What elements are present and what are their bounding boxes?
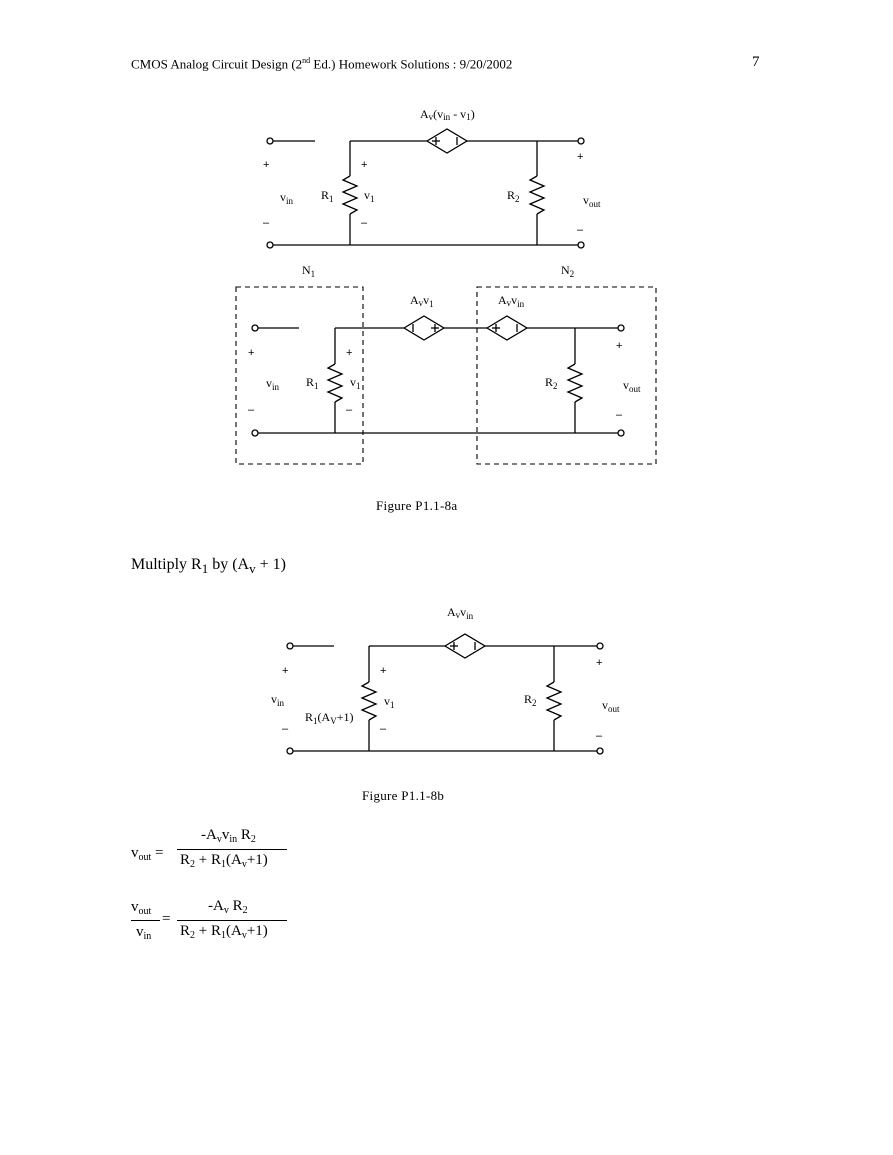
label-r1-a-top: R1: [321, 188, 334, 204]
figure-b-caption: Figure P1.1-8b: [362, 788, 445, 803]
svg-text:+: +: [361, 159, 367, 171]
equation-1-fraction-bar: [177, 849, 287, 850]
label-vin-b: vin: [271, 692, 285, 708]
header-title-rest: Ed.) Homework Solutions : 9/20/2002: [310, 56, 513, 72]
label-r1-a-bottom: R1: [306, 375, 319, 391]
label-source-a-top: Av(vin - v1): [420, 107, 475, 122]
header-superscript: nd: [302, 56, 311, 65]
equation-2-lhs-bottom: vin: [136, 924, 152, 942]
label-r1-b: R1(AV+1): [305, 710, 354, 726]
header-title: CMOS Analog Circuit Design (2: [131, 56, 303, 72]
equation-2-numerator: -Av R2: [208, 898, 248, 916]
svg-text:+: +: [616, 340, 622, 352]
figure-a-caption: Figure P1.1-8a: [376, 498, 458, 513]
svg-text:–: –: [380, 723, 387, 735]
label-v1-a-top: v1: [364, 188, 375, 204]
equation-2-lhs-top: vout: [131, 899, 152, 917]
svg-text:–: –: [361, 217, 368, 229]
svg-text:+: +: [282, 665, 288, 677]
equation-2-denominator: R2 + R1(Av+1): [180, 923, 268, 941]
svg-text:–: –: [263, 217, 270, 229]
equation-1-lhs: vout =: [131, 845, 164, 863]
svg-text:–: –: [248, 404, 255, 416]
equation-1-denominator: R2 + R1(Av+1): [180, 852, 268, 870]
label-vin-a-top: vin: [280, 190, 294, 206]
label-source1-a-bottom: Avv1: [410, 293, 434, 309]
label-source-b: Avvin: [447, 605, 474, 621]
label-r2-a-bottom: R2: [545, 375, 558, 391]
label-v1-b: v1: [384, 694, 395, 710]
instruction-text: Multiply R1 by (Av + 1): [131, 556, 286, 576]
label-v1-a-bottom: v1: [350, 375, 361, 391]
page-number: 7: [752, 54, 760, 70]
svg-text:+: +: [380, 665, 386, 677]
svg-text:–: –: [616, 409, 623, 421]
label-vin-a-bottom: vin: [266, 376, 280, 392]
svg-text:+: +: [596, 657, 602, 669]
equation-2-lhs-bar: [131, 920, 160, 921]
svg-text:+: +: [346, 347, 352, 359]
equation-1-numerator: -Avvin R2: [201, 827, 256, 845]
label-r2-a-top: R2: [507, 188, 520, 204]
label-vout-a-top: vout: [583, 193, 601, 209]
svg-text:–: –: [346, 404, 353, 416]
svg-text:+: +: [263, 159, 269, 171]
svg-text:–: –: [596, 730, 603, 742]
page-header: CMOS Analog Circuit Design (2nd Ed.) Hom…: [131, 56, 512, 72]
svg-text:–: –: [282, 723, 289, 735]
svg-text:+: +: [577, 151, 583, 163]
equation-2-fraction-bar: [177, 920, 287, 921]
label-source2-a-bottom: Avvin: [498, 293, 525, 309]
label-vout-a-bottom: vout: [623, 378, 641, 394]
label-vout-b: vout: [602, 698, 620, 714]
svg-text:+: +: [248, 347, 254, 359]
label-r2-b: R2: [524, 692, 537, 708]
label-n2: N2: [561, 263, 575, 279]
label-n1: N1: [302, 263, 316, 279]
equation-2-equals: =: [162, 911, 171, 927]
svg-text:–: –: [577, 224, 584, 236]
